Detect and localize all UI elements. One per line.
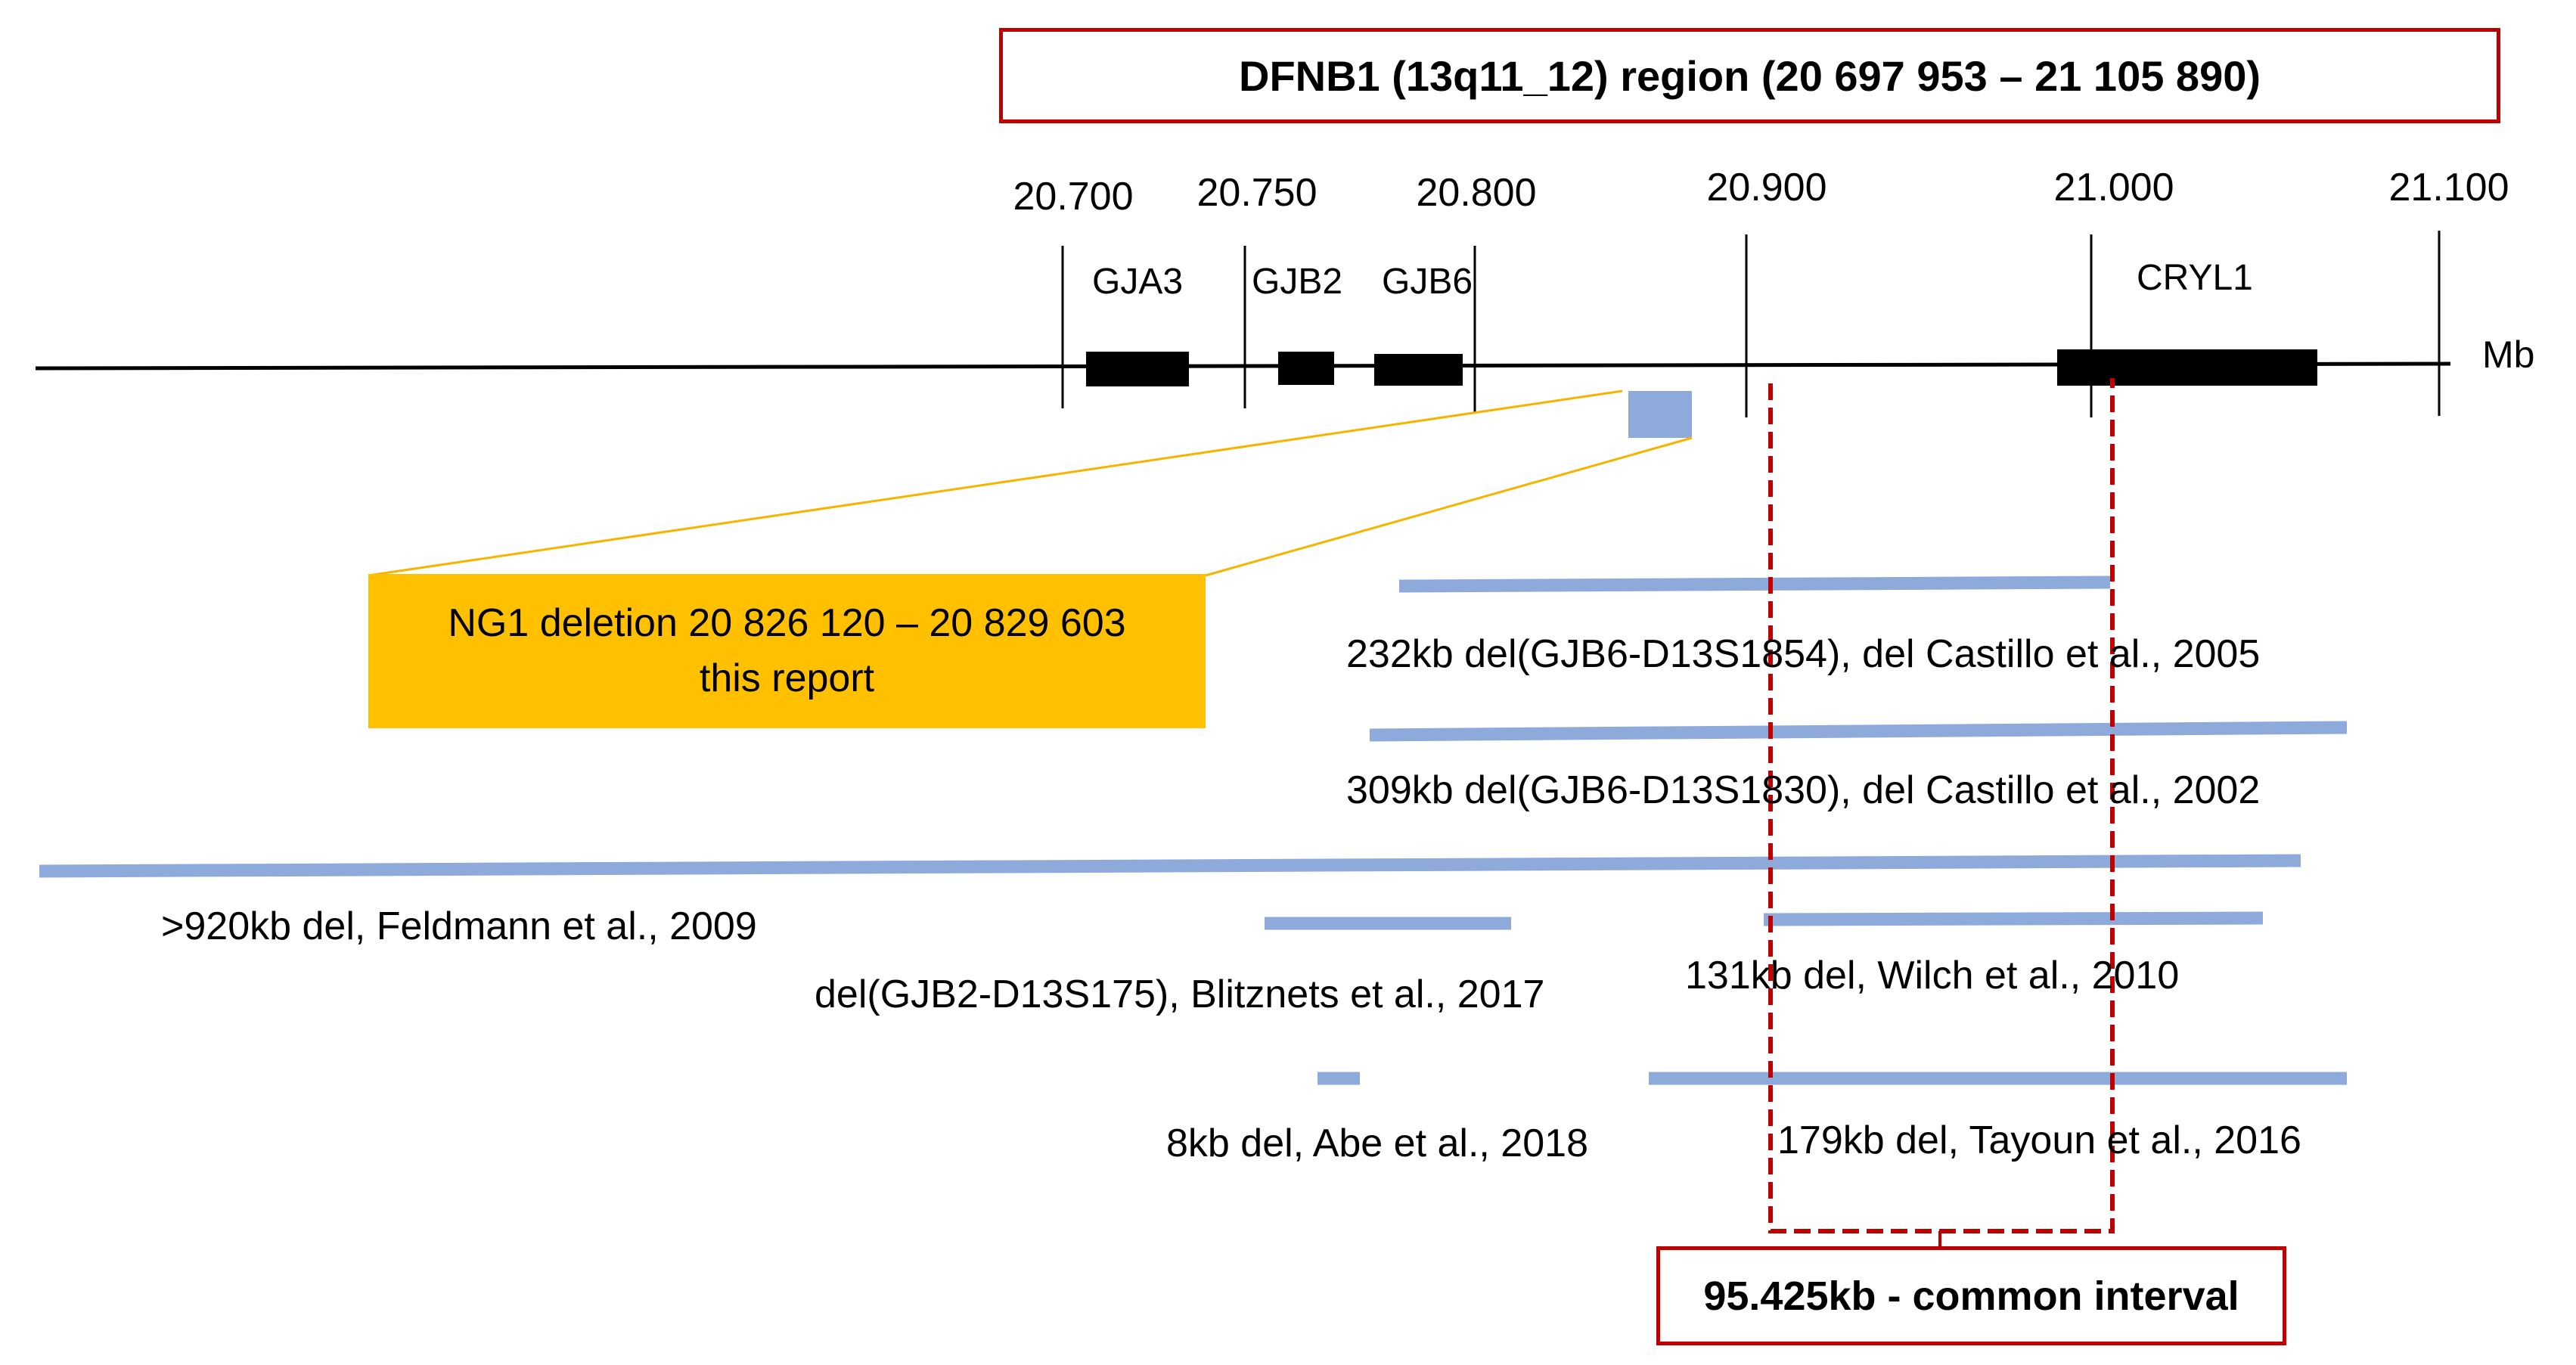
deletion-label-gjb2-d13s175: del(GJB2-D13S175), Blitznets et al., 201… — [815, 973, 1545, 1016]
ng1-callout-box: NG1 deletion 20 826 120 – 20 829 603 thi… — [368, 574, 1206, 728]
tick-label-20900: 20.900 — [1706, 166, 1827, 209]
gene-label-gjb6: GJB6 — [1382, 262, 1473, 302]
gene-block-gja3 — [1086, 352, 1189, 386]
gene-block-gjb6 — [1374, 354, 1463, 386]
deletion-label-179kb: 179kb del, Tayoun et al., 2016 — [1777, 1118, 2301, 1162]
ng1-deletion-block — [1628, 391, 1692, 438]
tick-label-21000: 21.000 — [2053, 166, 2174, 209]
gene-label-gjb2: GJB2 — [1252, 262, 1343, 302]
tick-label-20700: 20.700 — [1013, 175, 1134, 219]
gene-label-cryl1: CRYL1 — [2137, 258, 2253, 298]
ng1-callout-line2: this report — [699, 656, 875, 700]
deletion-label-131kb: 131kb del, Wilch et al., 2010 — [1685, 954, 2180, 997]
gene-block-gjb2 — [1278, 352, 1334, 385]
axis-unit-label: Mb — [2482, 333, 2535, 376]
ng1-callout-line1: NG1 deletion 20 826 120 – 20 829 603 — [448, 601, 1126, 646]
deletion-label-8kb: 8kb del, Abe et al., 2018 — [1166, 1121, 1588, 1165]
gene-label-gja3: GJA3 — [1092, 262, 1184, 302]
deletion-label-309kb: 309kb del(GJB6-D13S1830), del Castillo e… — [1346, 768, 2261, 812]
callout-connector-right — [1205, 436, 1693, 577]
common-interval-label: 95.425kb - common interval — [1703, 1273, 2239, 1319]
tick-label-21100: 21.100 — [2388, 166, 2509, 209]
deletion-bar-131kb — [1763, 911, 2264, 926]
tick-label-20750: 20.750 — [1196, 171, 1317, 215]
tick-label-20800: 20.800 — [1416, 171, 1537, 215]
region-title-box: DFNB1 (13q11_12) region (20 697 953 – 21… — [999, 28, 2500, 123]
deletion-label-920kb: >920kb del, Feldmann et al., 2009 — [161, 904, 757, 948]
deletion-bar-920kb — [39, 854, 2301, 878]
common-interval-box: 95.425kb - common interval — [1656, 1246, 2286, 1345]
callout-connector-left — [368, 389, 1623, 577]
deletion-bar-232kb — [1398, 575, 2111, 593]
region-title: DFNB1 (13q11_12) region (20 697 953 – 21… — [1239, 51, 2261, 100]
chromosome-axis-line — [35, 361, 2451, 371]
deletion-label-232kb: 232kb del(GJB6-D13S1854), del Castillo e… — [1346, 632, 2261, 676]
deletion-bar-309kb — [1369, 721, 2348, 742]
gene-block-cryl1 — [2057, 349, 2317, 386]
